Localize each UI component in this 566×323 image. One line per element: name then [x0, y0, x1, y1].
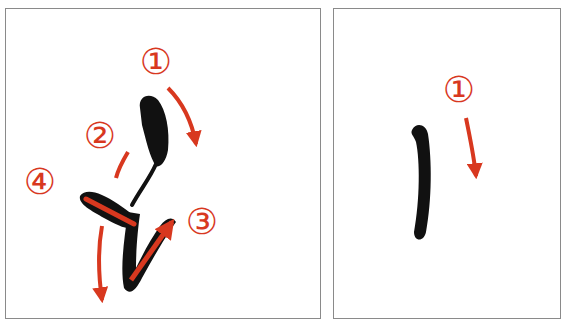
- callout-number: ①: [443, 72, 475, 108]
- stroke-direction-line: [86, 199, 134, 224]
- direction-arrow: [168, 88, 196, 144]
- direction-arrow: [466, 118, 476, 176]
- dot-stroke: [140, 96, 169, 167]
- left-panel: [6, 9, 321, 319]
- stroke-direction-line: [131, 222, 172, 280]
- callout-number: ①: [140, 44, 172, 80]
- right-panel: [334, 9, 561, 319]
- left-stroke: [80, 192, 136, 229]
- callout-number: ④: [24, 164, 56, 200]
- callout-number: ③: [186, 204, 218, 240]
- direction-arrow: [99, 226, 102, 300]
- callout-number: ②: [84, 118, 116, 154]
- vertical-stroke: [411, 125, 430, 239]
- connecting-stroke: [132, 164, 156, 205]
- direction-arrow: [116, 152, 128, 178]
